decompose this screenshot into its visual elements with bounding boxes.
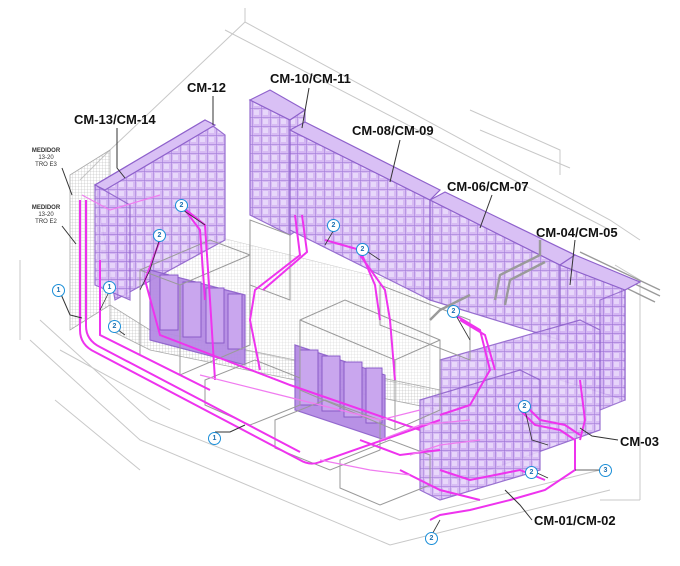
label-cm13-cm14: CM-13/CM-14 — [74, 112, 156, 127]
label-cm04-cm05: CM-04/CM-05 — [536, 225, 618, 240]
leader-lines — [59, 87, 619, 521]
meter-sub: TRO E2 — [35, 219, 57, 225]
cabinet-cm04-top — [558, 254, 642, 291]
tag-1-bottom: 1 — [208, 432, 221, 445]
label-cm06-cm07: CM-06/CM-07 — [447, 179, 529, 194]
tag-2-cm13: 2 — [153, 229, 166, 242]
tag-2-cm06: 2 — [447, 305, 460, 318]
tag-2-cm12: 2 — [175, 199, 188, 212]
tag-1-left: 1 — [52, 284, 65, 297]
label-cm08-cm09: CM-08/CM-09 — [352, 123, 434, 138]
wireframe-enclosures — [139, 219, 471, 506]
meter-label-e2: MEDIDOR 13-20 TRO E2 — [28, 205, 64, 226]
conduit-routes — [79, 200, 587, 521]
label-cm03: CM-03 — [620, 434, 660, 449]
tag-leaders — [99, 207, 605, 539]
meter-range: 13-20 — [38, 212, 54, 218]
meter-sub: TRO E3 — [35, 162, 57, 168]
meter-title: MEDIDOR — [31, 148, 61, 154]
meter-label-e3: MEDIDOR 13-20 TRO E3 — [28, 148, 64, 169]
cabinet-cm01-front — [419, 369, 541, 501]
tag-2-bottom: 2 — [425, 532, 438, 545]
cabinet-cm10-front — [249, 99, 291, 236]
label-cm12: CM-12 — [187, 80, 227, 95]
tag-2-left: 2 — [108, 320, 121, 333]
cabinet-cm04-side — [599, 289, 626, 411]
tag-3-right: 3 — [599, 464, 612, 477]
grey-pipe-rack — [429, 240, 546, 321]
conduit-thin — [81, 194, 481, 476]
tag-2-cm08: 2 — [356, 243, 369, 256]
tag-1-meter: 1 — [103, 281, 116, 294]
cabinet-cm13-side — [94, 183, 131, 301]
tag-2-cm04: 2 — [518, 400, 531, 413]
tag-2-cm10: 2 — [327, 219, 340, 232]
building-structure — [19, 8, 641, 546]
cabinet-cm08-top — [288, 121, 442, 201]
meter-title: MEDIDOR — [31, 205, 61, 211]
tag-2-cm03: 2 — [525, 466, 538, 479]
label-cm10-cm11: CM-10/CM-11 — [270, 71, 351, 86]
meter-range: 13-20 — [38, 155, 54, 161]
label-cm01-cm02: CM-01/CM-02 — [534, 513, 616, 528]
